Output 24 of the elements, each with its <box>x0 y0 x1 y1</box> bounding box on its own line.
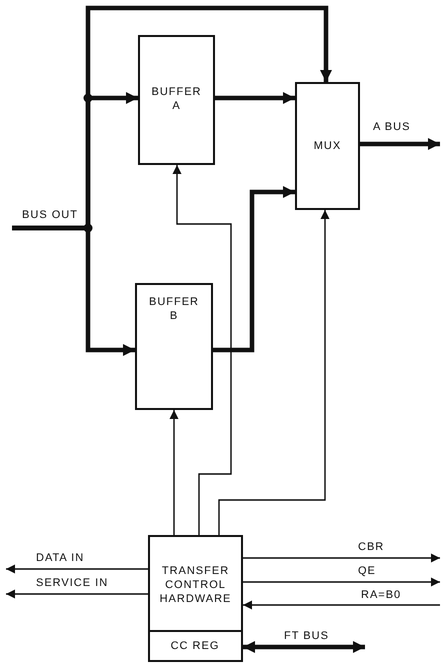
block-label: BUFFER A <box>150 85 202 113</box>
block-label: MUX <box>314 139 342 153</box>
signal-arrow <box>6 564 148 574</box>
bus-arrow <box>243 641 365 653</box>
control-box <box>148 535 243 662</box>
multiplexer-box <box>295 82 360 210</box>
buffer-box <box>138 35 215 165</box>
block-label: BUFFER B <box>148 295 200 323</box>
signal-arrow <box>172 165 232 535</box>
signal-arrow <box>243 554 440 562</box>
signal-arrow <box>243 600 440 610</box>
block-label: CC REG <box>170 638 220 653</box>
signal-arrow <box>170 410 178 535</box>
edge-label: QE <box>357 565 377 578</box>
signal-arrow <box>218 210 330 535</box>
bus-arrow <box>12 6 332 230</box>
signal-arrow <box>243 578 440 586</box>
signal-arrow <box>6 590 148 598</box>
block-label: TRANSFER CONTROL HARDWARE <box>158 564 232 606</box>
bus-arrow <box>360 138 440 150</box>
signal-label: BUS OUT <box>10 208 90 228</box>
buffer-box <box>135 283 213 410</box>
bus-arrow <box>213 186 295 352</box>
bus-arrow <box>215 92 295 104</box>
